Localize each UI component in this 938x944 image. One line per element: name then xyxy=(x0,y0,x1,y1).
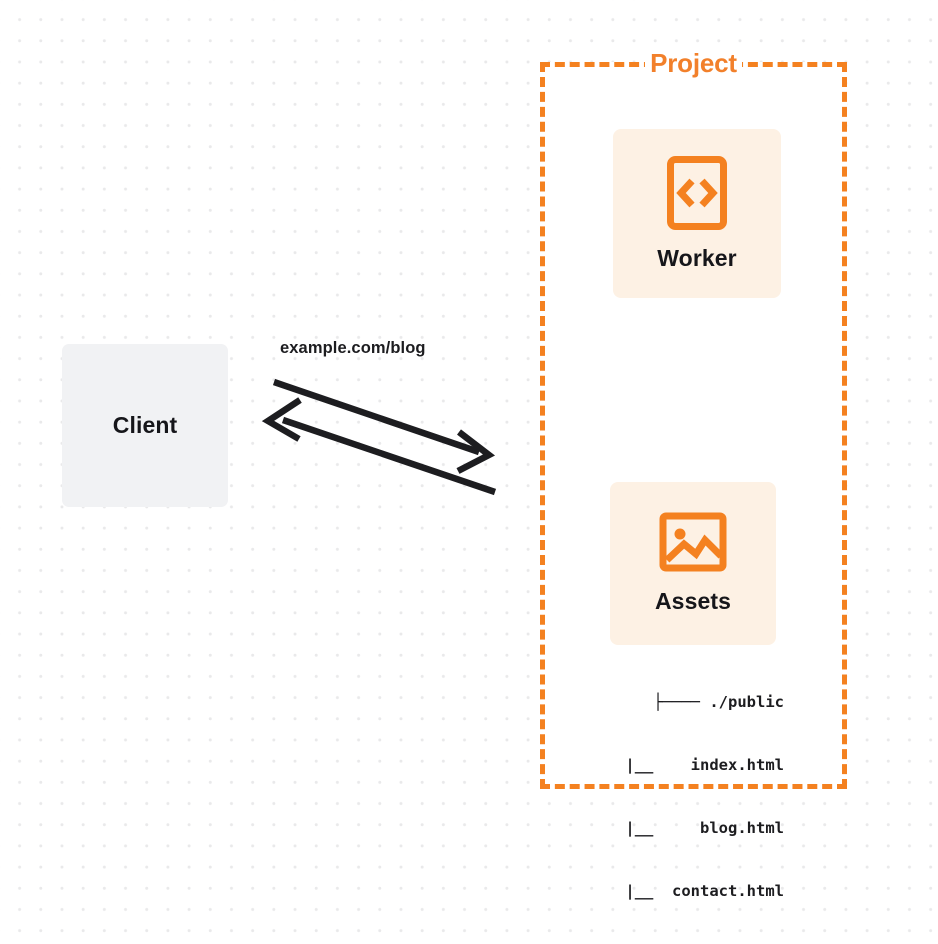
file-tree-line: |__ index.html xyxy=(588,756,784,774)
node-worker[interactable]: Worker xyxy=(613,129,781,298)
file-tree-line: |__ contact.html xyxy=(588,882,784,900)
node-client-label: Client xyxy=(112,412,178,438)
arrowhead-right-icon xyxy=(456,429,496,474)
node-client[interactable]: Client xyxy=(62,344,228,507)
code-brackets-icon xyxy=(667,156,727,230)
edge-request xyxy=(272,378,496,474)
edge-request-label: example.com/blog xyxy=(280,339,426,357)
diagram-canvas: Client example.com/blog Project Worker xyxy=(62,48,847,900)
edge-response xyxy=(261,397,497,496)
image-icon xyxy=(659,512,727,572)
file-tree-line: ├──── ./public xyxy=(653,693,784,711)
file-tree-line: |__ blog.html xyxy=(588,819,784,837)
arrowhead-left-icon xyxy=(261,397,302,442)
node-assets[interactable]: Assets xyxy=(610,482,776,645)
assets-file-tree: ├──── ./public |__ index.html |__ blog.h… xyxy=(560,650,784,944)
node-worker-label: Worker xyxy=(657,245,737,271)
node-assets-label: Assets xyxy=(654,588,732,614)
